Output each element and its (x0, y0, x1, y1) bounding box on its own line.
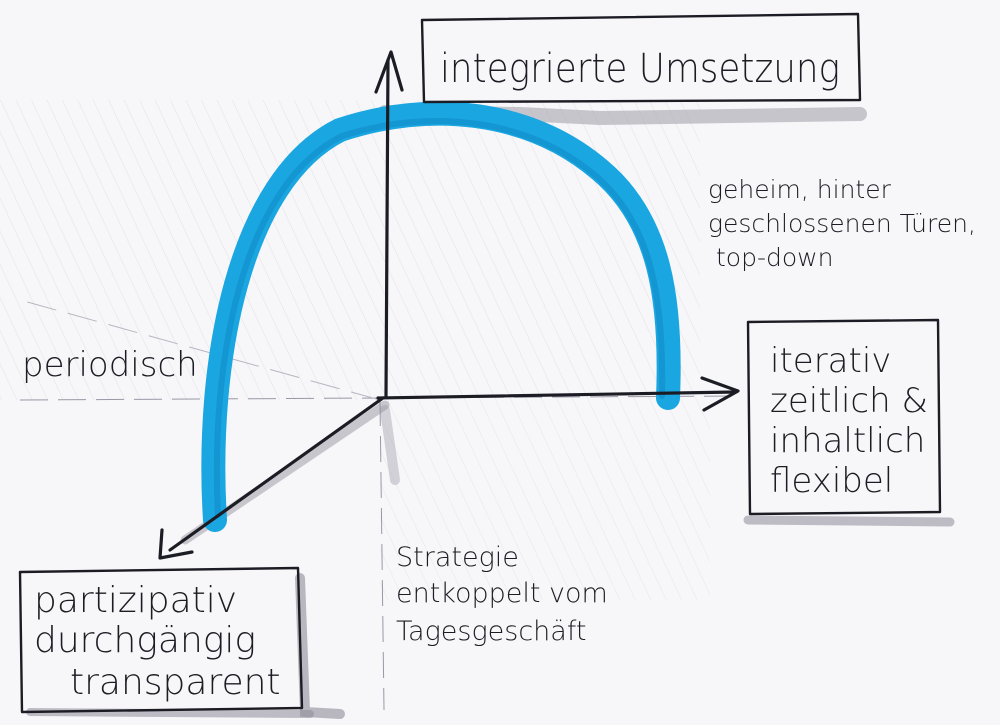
label-strategie-line-1: Strategie (396, 542, 519, 573)
blue-arc-highlight (213, 117, 666, 518)
label-strategie-line-3: Tagesgeschäft (396, 616, 586, 647)
vertical-axis-arrowhead (374, 50, 404, 94)
right-box-line-1: iterativ (770, 341, 891, 381)
label-geheim-line-1: geheim, hinter (708, 175, 892, 204)
label-strategie-line-2: entkoppelt vom (396, 578, 608, 609)
diagonal-axis-arrowhead (158, 528, 194, 560)
boxes (18, 12, 942, 714)
right-box-line-3: inhaltlich (770, 421, 925, 461)
top-box-label: integrierte Umsetzung (440, 46, 840, 92)
label-geheim-line-3: top-down (716, 243, 833, 272)
background-hatching-lower (380, 400, 710, 600)
label-periodisch: periodisch (22, 345, 198, 385)
right-box-line-4: flexibel (770, 461, 893, 501)
vertical-guide-line (379, 399, 385, 711)
diagonal-axis (168, 396, 385, 552)
bottom-left-box (18, 566, 304, 714)
right-box (746, 318, 942, 516)
horizontal-axis (376, 390, 737, 400)
blue-arc (201, 101, 681, 532)
vertical-axis (384, 58, 390, 398)
diagonal-guide-line (19, 299, 381, 401)
bottom-left-box-line-1: partizipativ (34, 580, 237, 621)
bottom-left-box-line-2: durchgängig (34, 620, 256, 661)
top-box (420, 12, 862, 104)
label-geheim-line-2: geschlossenen Türen, (708, 209, 976, 238)
right-box-shadow (743, 515, 955, 527)
right-box-line-2: zeitlich & (770, 381, 928, 421)
bottom-left-box-line-3: transparent (70, 662, 281, 703)
axes (158, 50, 740, 560)
bottom-left-box-shadow (295, 573, 345, 719)
vertical-axis-shadow (380, 405, 400, 485)
horizontal-axis-arrowhead (700, 376, 740, 412)
